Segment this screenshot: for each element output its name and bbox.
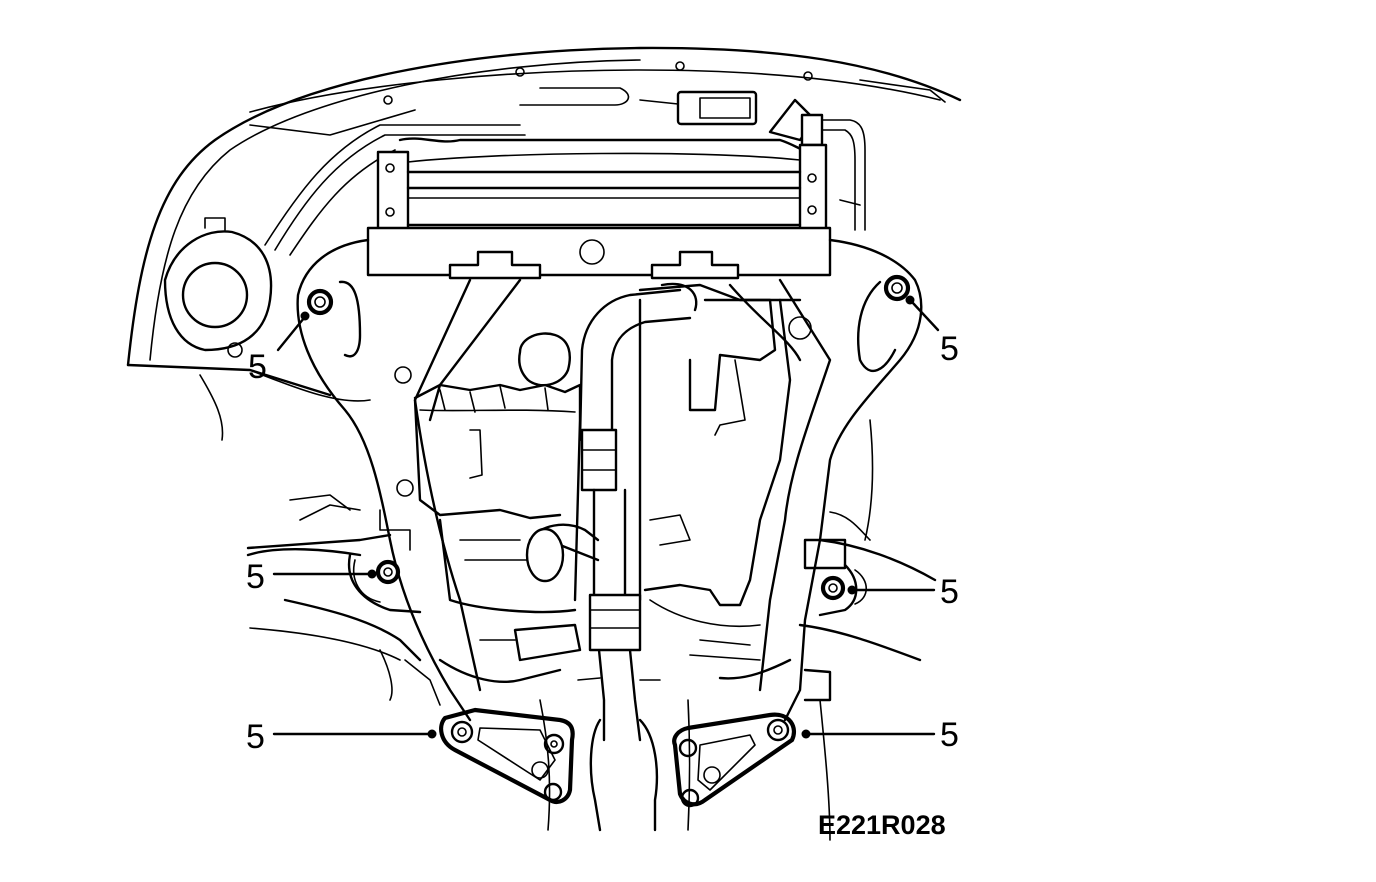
callout-label: 5 bbox=[246, 718, 265, 756]
figure-code: E221R028 bbox=[818, 810, 946, 840]
callout-label: 5 bbox=[248, 348, 267, 386]
callout-middle-right: 5 bbox=[847, 573, 959, 611]
callout-lower-right: 5 bbox=[801, 716, 959, 754]
callout-upper-right: 5 bbox=[905, 295, 959, 368]
callout-lower-left: 5 bbox=[246, 718, 437, 756]
bracket-left bbox=[439, 707, 575, 805]
callout-label: 5 bbox=[940, 330, 959, 368]
callout-middle-left: 5 bbox=[246, 558, 377, 596]
body-outline bbox=[126, 46, 962, 441]
callout-label: 5 bbox=[246, 558, 265, 596]
wheel-hub bbox=[163, 217, 273, 358]
radiator-assembly bbox=[376, 137, 828, 232]
callout-label: 5 bbox=[940, 716, 959, 754]
bolt-upper-left bbox=[306, 288, 334, 316]
bolt-middle-left bbox=[353, 559, 401, 603]
exhaust-pipe bbox=[525, 282, 698, 832]
subframe bbox=[296, 226, 923, 722]
suspension bbox=[246, 419, 937, 841]
callout-upper-left: 5 bbox=[248, 311, 310, 386]
bolt-upper-right bbox=[883, 274, 911, 302]
bracket-right bbox=[672, 712, 797, 808]
callout-label: 5 bbox=[940, 573, 959, 611]
bolt-middle-right bbox=[820, 569, 868, 605]
